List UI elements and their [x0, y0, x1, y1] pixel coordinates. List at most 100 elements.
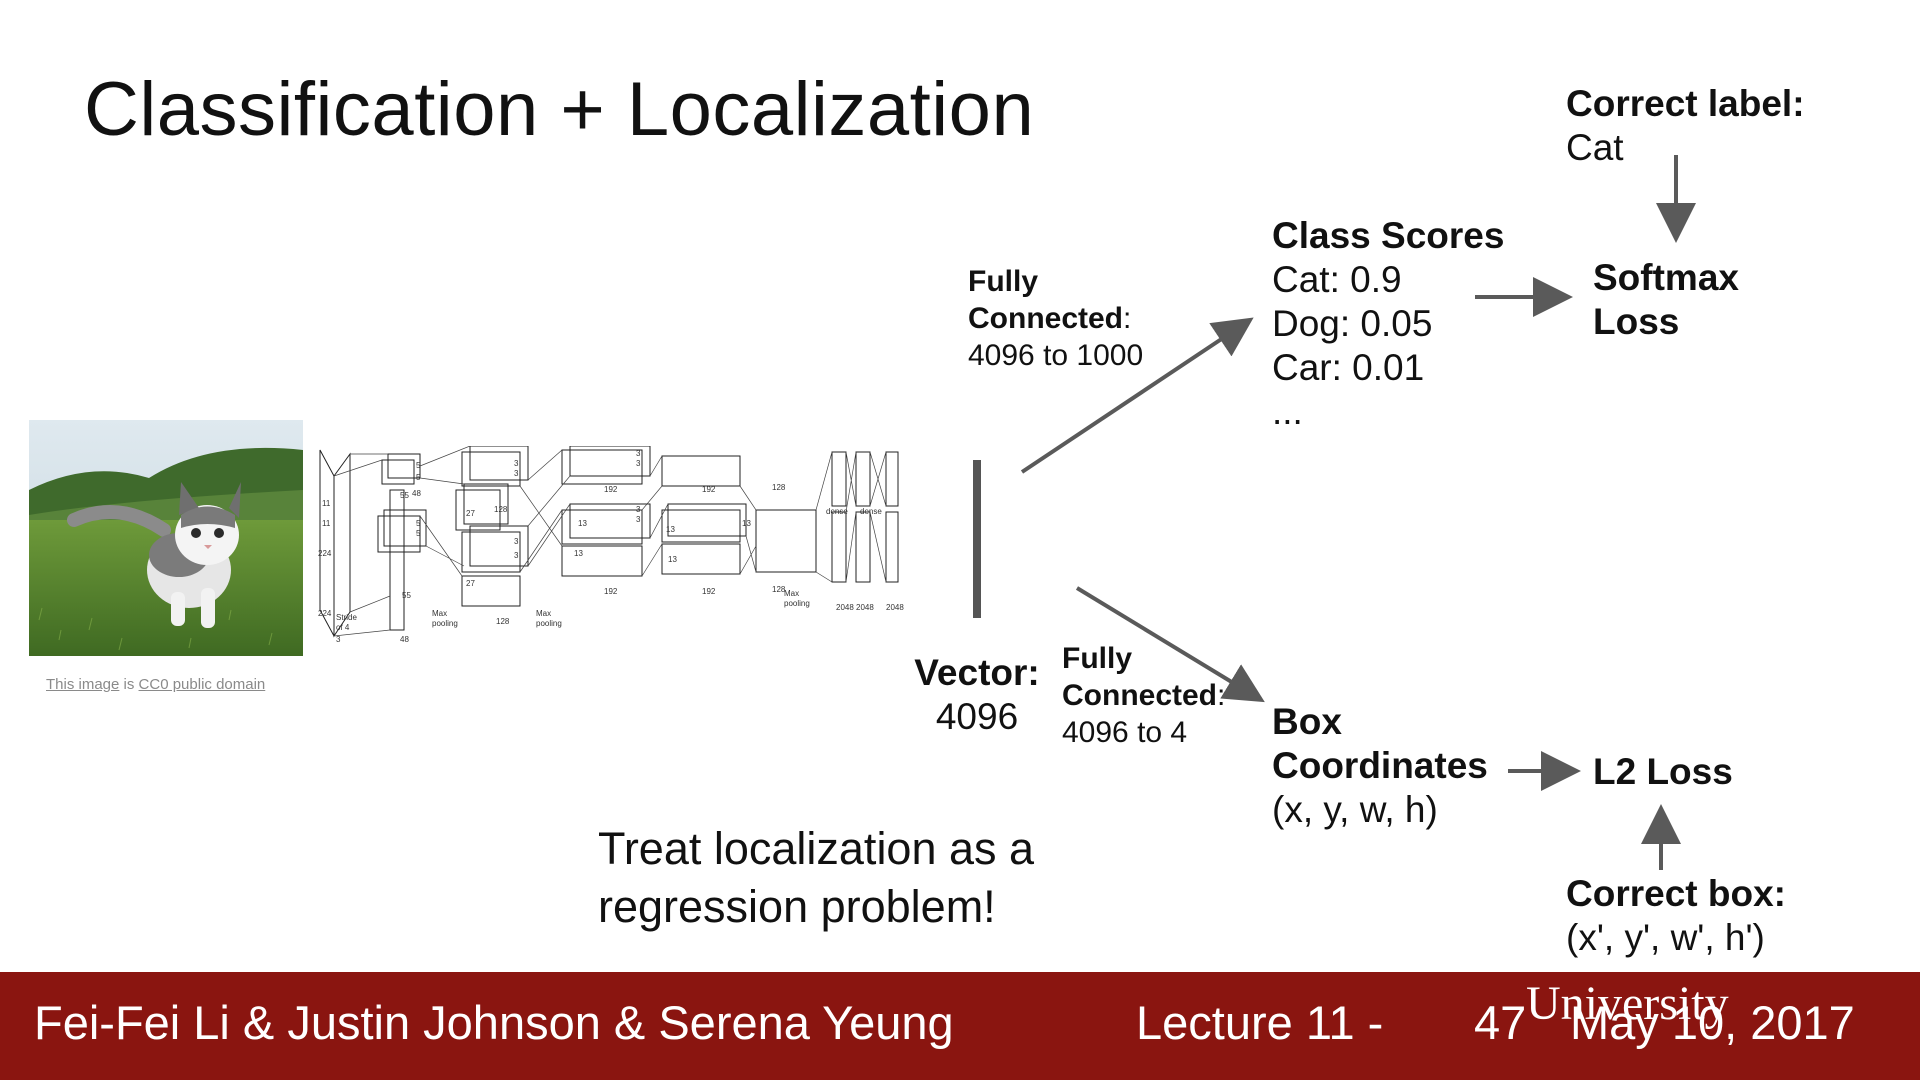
svg-text:2048: 2048 — [836, 603, 854, 612]
softmax-loss: Softmax Loss — [1593, 256, 1739, 344]
correct-label-heading: Correct label: — [1566, 83, 1805, 124]
note-line1: Treat localization as a — [598, 823, 1035, 874]
fc-bottom-colon: : — [1217, 679, 1226, 712]
fc-bottom-line1: Fully — [1062, 642, 1133, 675]
fc-bottom-line2: Connected — [1062, 679, 1218, 712]
class-scores-heading: Class Scores — [1272, 215, 1505, 256]
svg-text:48: 48 — [400, 635, 409, 644]
svg-text:128: 128 — [494, 505, 508, 514]
footer-authors: Fei-Fei Li & Justin Johnson & Serena Yeu… — [34, 996, 954, 1049]
svg-text:dense: dense — [826, 507, 848, 516]
svg-text:5: 5 — [416, 473, 421, 482]
svg-text:11: 11 — [322, 519, 331, 528]
correct-label: Correct label: Cat — [1566, 82, 1805, 170]
svg-text:27: 27 — [466, 579, 475, 588]
class-score-item: Dog: 0.05 — [1272, 303, 1433, 344]
feature-vector-bar — [973, 460, 981, 618]
svg-text:5: 5 — [416, 529, 421, 538]
svg-text:55: 55 — [402, 591, 411, 600]
svg-text:224: 224 — [318, 549, 332, 558]
fc-top-line3: 4096 to 1000 — [968, 339, 1144, 372]
svg-text:128: 128 — [772, 585, 786, 594]
footer-lecture: Lecture 11 - — [1136, 996, 1384, 1049]
correct-box-heading: Correct box: — [1566, 873, 1786, 914]
cat-photo — [29, 420, 303, 656]
caption-mid: is — [119, 676, 139, 693]
arrow-to-class-scores — [1020, 317, 1254, 474]
fc-top-label: Fully Connected: 4096 to 1000 — [968, 263, 1143, 374]
class-score-item: Car: 0.01 — [1272, 347, 1425, 388]
svg-text:3: 3 — [336, 635, 341, 644]
svg-text:dense: dense — [860, 507, 882, 516]
box-line2: Coordinates — [1272, 745, 1488, 786]
note-line2: regression problem! — [598, 881, 996, 932]
svg-text:3: 3 — [514, 551, 519, 560]
svg-text:2048: 2048 — [886, 603, 904, 612]
slide-title: Classification + Localization — [84, 67, 1035, 152]
caption-link-license[interactable]: CC0 public domain — [138, 676, 266, 693]
fc-top-colon: : — [1123, 302, 1132, 335]
svg-text:27: 27 — [466, 509, 475, 518]
svg-text:of 4: of 4 — [336, 623, 350, 632]
correct-box: Correct box: (x', y', w', h') — [1566, 872, 1786, 960]
class-score-item: Cat: 0.9 — [1272, 259, 1402, 300]
regression-note: Treat localization as a regression probl… — [598, 820, 1034, 936]
caption-link-image[interactable]: This image — [46, 676, 120, 693]
svg-text:3: 3 — [636, 459, 641, 468]
arrow-to-box-coordinates — [1075, 586, 1265, 703]
svg-text:13: 13 — [742, 519, 751, 528]
svg-text:13: 13 — [574, 549, 583, 558]
svg-text:3: 3 — [514, 459, 519, 468]
correct-box-value: (x', y', w', h') — [1566, 917, 1765, 958]
fc-bottom-line3: 4096 to 4 — [1062, 716, 1188, 749]
svg-text:Max: Max — [432, 609, 447, 618]
svg-text:224: 224 — [318, 609, 332, 618]
svg-text:13: 13 — [668, 555, 677, 564]
footer-date: May 10, 2017 — [1570, 996, 1855, 1049]
svg-text:192: 192 — [604, 587, 618, 596]
correct-label-value: Cat — [1566, 127, 1624, 168]
class-scores: Class Scores Cat: 0.9 Dog: 0.05 Car: 0.0… — [1272, 214, 1504, 434]
svg-text:55: 55 — [400, 491, 409, 500]
svg-text:128: 128 — [496, 617, 510, 626]
vector-heading: Vector: — [914, 652, 1040, 693]
svg-text:Max: Max — [784, 589, 799, 598]
svg-text:192: 192 — [702, 485, 716, 494]
box-line3: (x, y, w, h) — [1272, 789, 1438, 830]
class-score-ellipsis: ... — [1272, 391, 1303, 432]
svg-text:pooling: pooling — [432, 619, 458, 628]
softmax-line1: Softmax — [1593, 257, 1739, 298]
fc-top-line1: Fully — [968, 265, 1039, 298]
l2-loss: L2 Loss — [1593, 751, 1733, 792]
svg-text:192: 192 — [702, 587, 716, 596]
svg-text:48: 48 — [412, 489, 421, 498]
softmax-line2: Loss — [1593, 301, 1680, 342]
university-watermark: University — [1526, 977, 1729, 1030]
svg-text:pooling: pooling — [784, 599, 810, 608]
image-caption: This image is CC0 public domain — [46, 676, 265, 693]
svg-text:13: 13 — [578, 519, 587, 528]
svg-text:13: 13 — [666, 525, 675, 534]
box-coordinates: Box Coordinates (x, y, w, h) — [1272, 700, 1488, 832]
svg-text:Stride: Stride — [336, 613, 357, 622]
vector-value: 4096 — [935, 696, 1019, 737]
svg-text:192: 192 — [604, 485, 618, 494]
box-line1: Box — [1272, 701, 1342, 742]
svg-text:5: 5 — [416, 519, 421, 528]
svg-text:3: 3 — [636, 515, 641, 524]
svg-text:128: 128 — [772, 483, 786, 492]
footer-page-number: 47 — [1474, 996, 1527, 1049]
svg-text:pooling: pooling — [536, 619, 562, 628]
footer-bar: Fei-Fei Li & Justin Johnson & Serena Yeu… — [0, 972, 1920, 1080]
svg-text:3: 3 — [514, 469, 519, 478]
fc-top-line2: Connected — [968, 302, 1124, 335]
svg-text:5: 5 — [416, 461, 421, 470]
vector-label: Vector: 4096 — [912, 651, 1042, 739]
svg-text:3: 3 — [636, 449, 641, 458]
svg-text:Max: Max — [536, 609, 551, 618]
svg-text:11: 11 — [322, 499, 331, 508]
svg-text:3: 3 — [514, 537, 519, 546]
